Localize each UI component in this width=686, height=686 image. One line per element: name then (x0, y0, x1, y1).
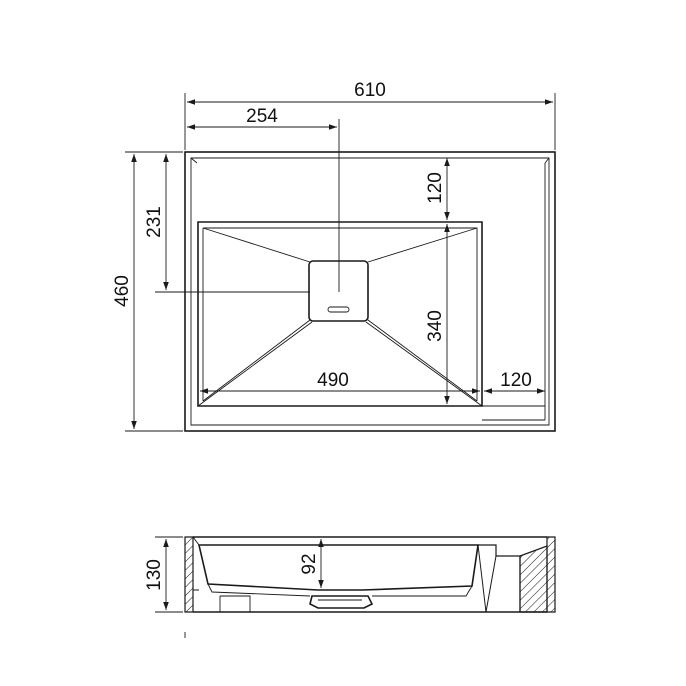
dim-bowl-height: 92 (299, 553, 320, 574)
drain-section (309, 595, 374, 609)
dim-drain-depth-offset: 231 (144, 206, 165, 238)
drain-slot (327, 306, 350, 313)
dim-rim-top: 120 (425, 172, 446, 204)
dim-overall-width: 610 (354, 80, 386, 101)
basin-rim (190, 157, 550, 426)
dim-height: 130 (144, 559, 165, 591)
dim-overall-depth: 460 (112, 275, 133, 307)
dim-bowl-depth: 340 (425, 310, 446, 342)
drain (308, 260, 369, 322)
dim-drain-offset: 254 (246, 106, 278, 127)
dim-bowl-width: 490 (317, 370, 349, 391)
left-wall-section (184, 536, 194, 613)
top-view: 610 254 460 231 120 340 490 120 (112, 80, 556, 432)
basin-outline (184, 151, 556, 432)
dim-deck-width: 120 (500, 370, 532, 391)
side-view: 130 92 (144, 536, 556, 638)
right-wall-section (546, 536, 556, 613)
